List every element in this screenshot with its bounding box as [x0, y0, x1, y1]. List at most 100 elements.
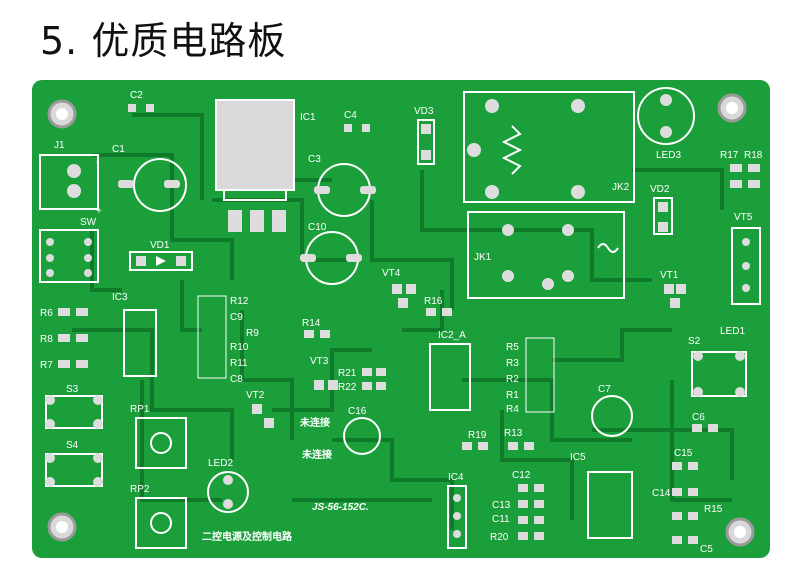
transistor-vt1: VT1 [660, 270, 686, 308]
label-ic5: IC5 [570, 452, 586, 463]
label-r13: R13 [504, 428, 523, 439]
label-r21: R21 [338, 368, 357, 379]
label-c15: C15 [674, 448, 693, 459]
heading-title: 优质电路板 [91, 19, 287, 63]
capacitor-c16: C16 [343, 406, 381, 455]
transistor-vt5: VT5 [731, 212, 761, 305]
resistor-r13: R13 [504, 428, 534, 450]
label-r15: R15 [704, 504, 723, 515]
capacitor-c2: C2 [128, 90, 154, 112]
transistor-vt2: VT2 [246, 390, 274, 428]
label-ic4: IC4 [448, 472, 464, 483]
capacitors-c14-c15: C15 C14 R15 C5 [652, 448, 723, 555]
label-rp2: RP2 [130, 484, 150, 495]
capacitor-c3: C3 [308, 154, 376, 217]
resistor-array-left: R12 C9 R9 R10 R11 C8 [197, 295, 259, 385]
label-vd2: VD2 [650, 184, 670, 195]
label-s2: S2 [688, 336, 701, 347]
ic-ic2a: IC2_A [429, 330, 471, 411]
label-rp1: RP1 [130, 404, 150, 415]
switch-s2: S2 LED1 [688, 326, 747, 397]
note-unconnected-1: 未连接 [299, 416, 330, 429]
resistor-r19: R19 [462, 430, 488, 450]
transistor-vt4: VT4 [382, 268, 416, 308]
capacitors-c11-c13: C12 C13 C11 R20 [490, 470, 544, 543]
label-s4: S4 [66, 440, 79, 451]
label-led2: LED2 [208, 458, 233, 469]
label-vt4: VT4 [382, 268, 401, 279]
resistor-array-right: R5 R3 R2 R1 R4 [506, 337, 555, 415]
label-vd3: VD3 [414, 106, 434, 117]
capacitor-c4: C4 [344, 110, 370, 132]
resistor-r17-r18: R17 R18 [720, 150, 763, 188]
pcb-artwork: J1 - + SW C1 C2 IC1 C3 C4 C10 [39, 87, 763, 555]
capacitor-c6: C6 [692, 412, 718, 432]
label-c10: C10 [308, 222, 327, 233]
label-r17: R17 [720, 150, 739, 161]
label-r3: R3 [506, 358, 519, 369]
label-r22: R22 [338, 382, 357, 393]
board-title: 二控电源及控制电路 [202, 530, 293, 543]
resistor-r7: R7 [40, 360, 88, 371]
label-vt5: VT5 [734, 212, 753, 223]
ic-ic5: IC5 [570, 452, 633, 539]
label-r9: R9 [246, 328, 259, 339]
label-c6: C6 [692, 412, 705, 423]
label-r10: R10 [230, 342, 249, 353]
label-minus: - [96, 157, 99, 168]
label-c3: C3 [308, 154, 321, 165]
page-heading: 5. 优质电路板 [40, 10, 286, 65]
label-vt2: VT2 [246, 390, 265, 401]
label-c16: C16 [348, 406, 367, 417]
capacitor-c7: C7 [591, 384, 633, 437]
label-c11: C11 [492, 514, 510, 525]
label-r16: R16 [424, 296, 443, 307]
label-vd1: VD1 [150, 240, 170, 251]
label-s3: S3 [66, 384, 79, 395]
label-jk1: JK1 [474, 252, 492, 263]
label-c7: C7 [598, 384, 611, 395]
label-plus: + [96, 206, 102, 217]
relay-jk2: JK2 [463, 91, 635, 203]
label-vt3: VT3 [310, 356, 329, 367]
label-r19: R19 [468, 430, 487, 441]
switch-s4: S4 [45, 440, 103, 487]
transistor-vt3: VT3 [310, 356, 338, 390]
label-ic1: IC1 [300, 112, 316, 123]
label-c8: C8 [230, 374, 243, 385]
label-c4: C4 [344, 110, 357, 121]
label-c14: C14 [652, 488, 671, 499]
resistor-r14: R14 [302, 318, 330, 338]
label-r5: R5 [506, 342, 519, 353]
resistor-r16: R16 [424, 296, 452, 316]
label-r11: R11 [230, 358, 248, 369]
label-ic3: IC3 [112, 292, 128, 303]
led-led3: LED3 [637, 87, 695, 161]
potentiometer-rp2: RP2 [130, 484, 187, 549]
label-r8: R8 [40, 334, 53, 345]
connector-j1: J1 - + [39, 140, 102, 217]
board-model: JS-56-152C. [312, 502, 369, 513]
label-r1: R1 [506, 390, 519, 401]
ic-ic3: IC3 [112, 292, 157, 377]
label-led1: LED1 [720, 326, 745, 337]
label-c12: C12 [512, 470, 531, 481]
resistor-r21-r22: R21 R22 [338, 368, 386, 393]
capacitor-c1: C1 [112, 144, 187, 212]
label-r7: R7 [40, 360, 53, 371]
label-j1: J1 [54, 140, 65, 151]
label-c5: C5 [700, 544, 713, 555]
diode-vd1: VD1 [129, 240, 193, 271]
relay-jk1: JK1 [467, 211, 625, 299]
switch-sw: SW [39, 217, 99, 283]
mounting-holes [47, 93, 755, 547]
capacitor-c10: C10 [300, 222, 362, 285]
label-vt1: VT1 [660, 270, 679, 281]
label-r14: R14 [302, 318, 321, 329]
led-led2: LED2 [207, 458, 249, 513]
ic-ic4: IC4 [447, 472, 467, 549]
diode-vd2: VD2 [650, 184, 673, 235]
heading-number: 5. [40, 19, 79, 63]
regulator-ic1: IC1 [215, 99, 316, 232]
label-ic2a: IC2_A [438, 330, 466, 341]
